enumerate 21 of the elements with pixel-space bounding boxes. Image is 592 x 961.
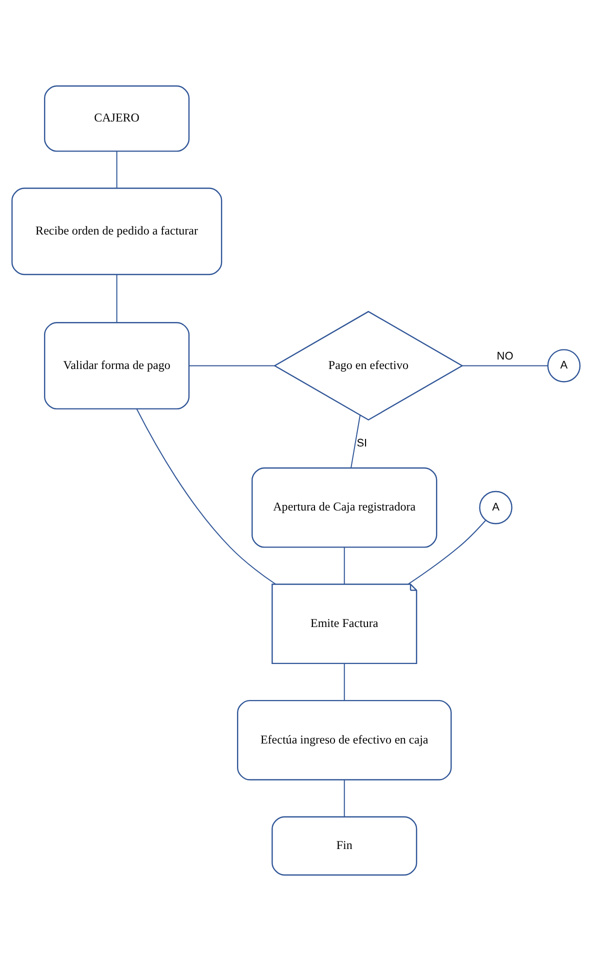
node-circle: A	[479, 490, 512, 524]
connector	[344, 547, 345, 584]
connector	[344, 780, 345, 817]
node-box: Validar forma de pago	[44, 322, 190, 410]
node-diamond: Pago en efectivo	[274, 310, 464, 421]
node-box: CAJERO	[44, 85, 190, 152]
connector	[350, 415, 361, 468]
edge-label: SI	[356, 438, 368, 450]
node-box: Efectúa ingreso de efectivo en caja	[237, 700, 452, 780]
connector	[116, 151, 118, 188]
connector	[116, 274, 118, 322]
edge-label: NO	[496, 350, 514, 362]
connector	[462, 365, 548, 366]
connector	[136, 408, 276, 585]
connector	[408, 520, 486, 585]
node-box: Apertura de Caja registradora	[252, 467, 438, 548]
node-box: Recibe orden de pedido a facturar	[11, 188, 222, 276]
connector	[344, 664, 345, 700]
connector	[189, 365, 275, 366]
node-box: Fin	[272, 816, 418, 876]
node-circle: A	[547, 349, 581, 382]
